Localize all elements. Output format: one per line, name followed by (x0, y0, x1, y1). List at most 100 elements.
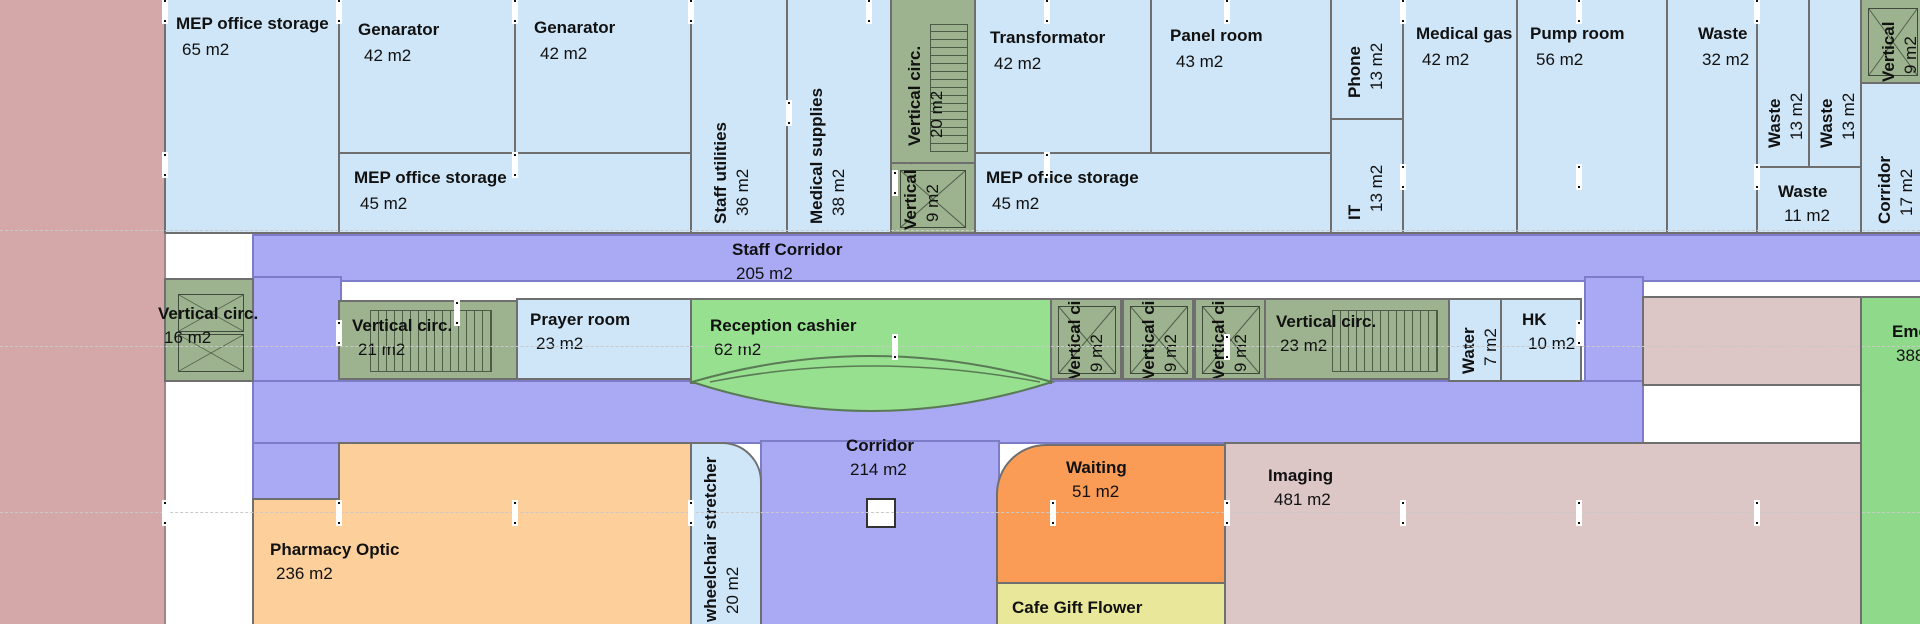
room-area: 21 m2 (358, 340, 406, 359)
corridor-area[interactable] (252, 380, 1644, 444)
room-label: Genarator (534, 18, 616, 37)
shaft-cross-icon (1202, 306, 1260, 374)
room-reception-cashier[interactable]: Reception cashier 62 m2 (690, 298, 1052, 384)
room-area: 9 m2 (1087, 334, 1106, 372)
column-icon (1576, 500, 1582, 526)
room-vertical-circ-s3[interactable]: Vertical circ. 9 m2 (1194, 298, 1266, 380)
room-label: Vertical circ. (1276, 312, 1377, 331)
room-medical-gas[interactable]: Medical gas 42 m2 (1402, 0, 1518, 234)
room-label: Pump room (1530, 24, 1625, 43)
column-icon (512, 152, 518, 178)
room-label: Vertical circ. (905, 45, 924, 146)
room-area: 23 m2 (1280, 336, 1328, 355)
rotated-label: Vertical 9 m2 (1878, 22, 1920, 83)
room-waiting[interactable]: Waiting 51 m2 (996, 444, 1226, 584)
room-label: MEP office storage (986, 168, 1139, 187)
rotated-label: Corridor 17 m2 (1874, 156, 1918, 224)
column-icon (892, 170, 898, 196)
room-area: 7 m2 (1481, 328, 1500, 366)
room-label: MEP office storage (354, 168, 507, 187)
column-icon (1044, 0, 1050, 24)
room-vertical-circ-small-top[interactable]: Vertical circ. 9 m2 (890, 162, 976, 234)
room-pharmacy-optic[interactable]: Pharmacy Optic 236 m2 (252, 498, 692, 624)
column-icon (454, 300, 460, 326)
room-phone[interactable]: Phone 13 m2 (1330, 0, 1404, 120)
room-vertical-circ-right[interactable]: Vertical circ. 23 m2 (1264, 298, 1450, 380)
column-icon (866, 0, 872, 24)
room-generator-1[interactable]: Genarator 42 m2 (338, 0, 516, 154)
shaft-cross-icon (1130, 306, 1188, 374)
column-icon (1576, 164, 1582, 190)
room-corridor-edge[interactable]: Corridor 17 m2 (1860, 82, 1920, 234)
room-area: 9 m2 (1231, 334, 1250, 372)
column-icon (336, 500, 342, 526)
room-waste-main[interactable]: Waste 32 m2 (1666, 0, 1758, 234)
room-label: Phone (1345, 46, 1364, 98)
column-icon (1754, 500, 1760, 526)
room-waste-c[interactable]: Waste 11 m2 (1756, 166, 1862, 234)
column-icon (162, 500, 168, 526)
staff-corridor-label: Staff Corridor (732, 240, 843, 259)
room-mep-storage-3[interactable]: MEP office storage 45 m2 (974, 152, 1332, 234)
room-area: 13 m2 (1787, 92, 1806, 140)
column-icon (1224, 0, 1230, 24)
room-label: Eme (1892, 322, 1920, 341)
room-cafe-gift-flower[interactable]: Cafe Gift Flower (996, 582, 1226, 624)
room-waste-b[interactable]: Waste 13 m2 (1808, 0, 1862, 168)
column-icon (162, 0, 168, 24)
column-icon (1754, 0, 1760, 24)
room-prayer[interactable]: Prayer room 23 m2 (516, 298, 692, 380)
room-vertical-circ-s2[interactable]: Vertical circ. 9 m2 (1122, 298, 1194, 380)
rotated-label: Medical supplies 38 m2 (806, 88, 850, 224)
room-vertical-circ-left[interactable] (164, 278, 254, 382)
room-wheelchair-stretcher[interactable]: wheelchair stretcher 20 m2 (690, 442, 762, 624)
column-icon (512, 0, 518, 24)
room-area: 236 m2 (276, 564, 333, 583)
room-area: 11 m2 (1784, 206, 1830, 225)
column-icon (1044, 152, 1050, 178)
room-emergency[interactable]: Eme 388 (1860, 296, 1920, 624)
vc-left-label: Vertical circ. (158, 304, 259, 323)
room-transformator[interactable]: Transformator 42 m2 (974, 0, 1152, 154)
rotated-label: Phone 13 m2 (1344, 43, 1388, 98)
room-waste-a[interactable]: Waste 13 m2 (1756, 0, 1810, 168)
column-icon (336, 0, 342, 24)
room-vertical-circ-edge[interactable]: Vertical 9 m2 (1860, 0, 1920, 84)
room-label: Vertical circ. (1139, 298, 1158, 380)
room-pump-room[interactable]: Pump room 56 m2 (1516, 0, 1668, 234)
grid-line (0, 346, 1920, 347)
room-panel-room[interactable]: Panel room 43 m2 (1150, 0, 1332, 154)
room-generator-2[interactable]: Genarator 42 m2 (514, 0, 692, 154)
room-imaging-main[interactable]: Imaging 481 m2 (1224, 442, 1862, 624)
column-icon (1400, 500, 1406, 526)
room-label: Corridor (1875, 156, 1894, 224)
room-vertical-circ-mid[interactable]: Vertical circ. 21 m2 (338, 300, 518, 380)
shaft-cross-icon (1868, 8, 1918, 76)
room-vertical-circ-top[interactable]: Vertical circ. 20 m2 (890, 0, 976, 164)
room-area: 56 m2 (1536, 50, 1584, 69)
corridor-east-spine (1584, 276, 1644, 382)
room-area: 23 m2 (536, 334, 584, 353)
room-area: 20 m2 (723, 566, 742, 614)
room-label: Cafe Gift Flower (1012, 598, 1143, 617)
room-water[interactable]: Water 7 m2 (1448, 298, 1502, 382)
room-area: 17 m2 (1897, 168, 1916, 216)
stairs-icon (930, 24, 968, 152)
room-staff-utilities[interactable]: Staff utilities 36 m2 (690, 0, 788, 234)
room-label: IT (1345, 204, 1364, 220)
column-icon (336, 320, 342, 346)
room-hk[interactable]: HK 10 m2 (1500, 298, 1582, 382)
rotated-label: Water 7 m2 (1458, 327, 1500, 374)
room-imaging[interactable] (1642, 296, 1862, 386)
vc-left-area: 16 m2 (164, 328, 212, 347)
room-mep-storage-1[interactable]: MEP office storage 65 m2 (164, 0, 340, 234)
rotated-label: IT 13 m2 (1344, 165, 1388, 220)
room-area: 36 m2 (733, 168, 752, 216)
room-label: wheelchair stretcher (701, 456, 720, 622)
room-it[interactable]: IT 13 m2 (1330, 118, 1404, 234)
room-vertical-circ-s1[interactable]: Vertical circ. 9 m2 (1050, 298, 1122, 380)
room-medical-supplies[interactable]: Medical supplies 38 m2 (786, 0, 892, 234)
room-area: 45 m2 (360, 194, 408, 213)
column-block-icon (866, 498, 896, 528)
staff-corridor-area[interactable] (252, 234, 1920, 282)
